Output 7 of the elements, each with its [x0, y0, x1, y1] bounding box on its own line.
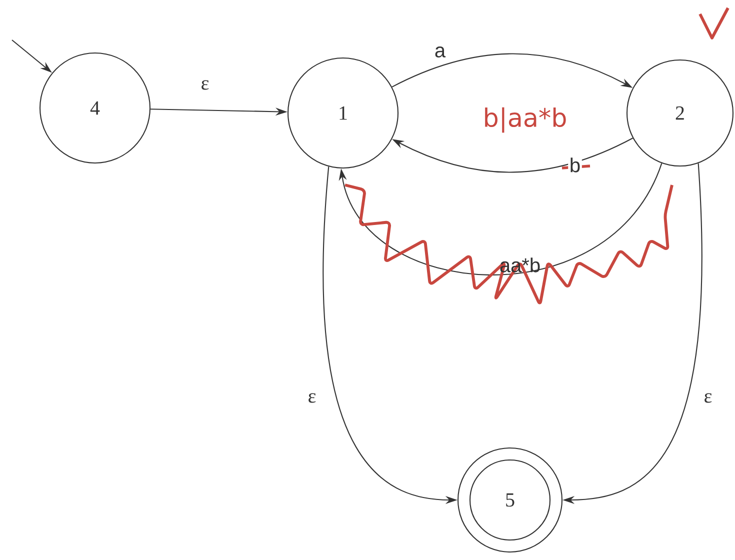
arrow — [338, 163, 662, 276]
edge-label: ε — [306, 392, 318, 404]
edge-label: a — [433, 45, 447, 59]
edge-label: b — [568, 156, 582, 174]
edge-label: ε — [702, 392, 714, 404]
handwritten-note: b|aa*b — [485, 107, 566, 133]
edge-label: ε — [199, 78, 211, 92]
